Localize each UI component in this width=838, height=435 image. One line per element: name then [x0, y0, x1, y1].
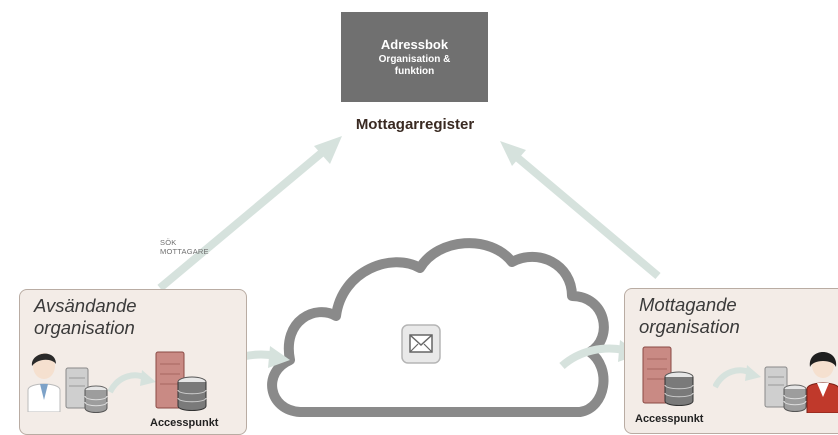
server-icon: [65, 367, 108, 413]
lookup-arrow-right: [500, 141, 661, 280]
search-label-line1: SÖK: [160, 238, 177, 247]
sender-organisation-title: Avsändande organisation: [34, 295, 137, 339]
addressbook-title: Adressbok: [380, 36, 449, 52]
receiver-organisation-title: Mottagande organisation: [639, 294, 740, 338]
user-avatar-icon: [806, 352, 838, 413]
sender-access-point-label: Accesspunkt: [150, 417, 219, 429]
search-recipient-label: SÖK MOTTAGARE: [160, 238, 209, 256]
addressbook-box: Adressbok Organisation & funktion: [341, 12, 488, 102]
local-flow-arrow: [108, 370, 156, 394]
addressbook-subtitle-line2: funktion: [394, 65, 435, 77]
envelope-icon: [401, 324, 441, 364]
receiver-organisation-box: Mottagande organisation Accesspunkt: [624, 288, 838, 434]
search-label-line2: MOTTAGARE: [160, 247, 209, 256]
user-avatar-icon: [27, 353, 61, 412]
sender-title-line1: Avsändande: [34, 295, 137, 316]
search-arrow-left: [157, 136, 342, 292]
recipient-registry-label: Mottagarregister: [355, 116, 475, 133]
receiver-title-line2: organisation: [639, 316, 740, 337]
access-point-server-icon: [155, 351, 207, 411]
access-point-server-icon: [642, 346, 694, 406]
receiver-access-point-label: Accesspunkt: [635, 413, 704, 425]
local-flow-arrow: [713, 365, 761, 389]
sender-organisation-box: Avsändande organisation Accesspunkt: [19, 289, 247, 435]
receiver-title-line1: Mottagande: [639, 294, 737, 315]
addressbook-subtitle-line1: Organisation &: [378, 53, 451, 65]
server-icon: [764, 366, 807, 412]
sender-title-line2: organisation: [34, 317, 135, 338]
